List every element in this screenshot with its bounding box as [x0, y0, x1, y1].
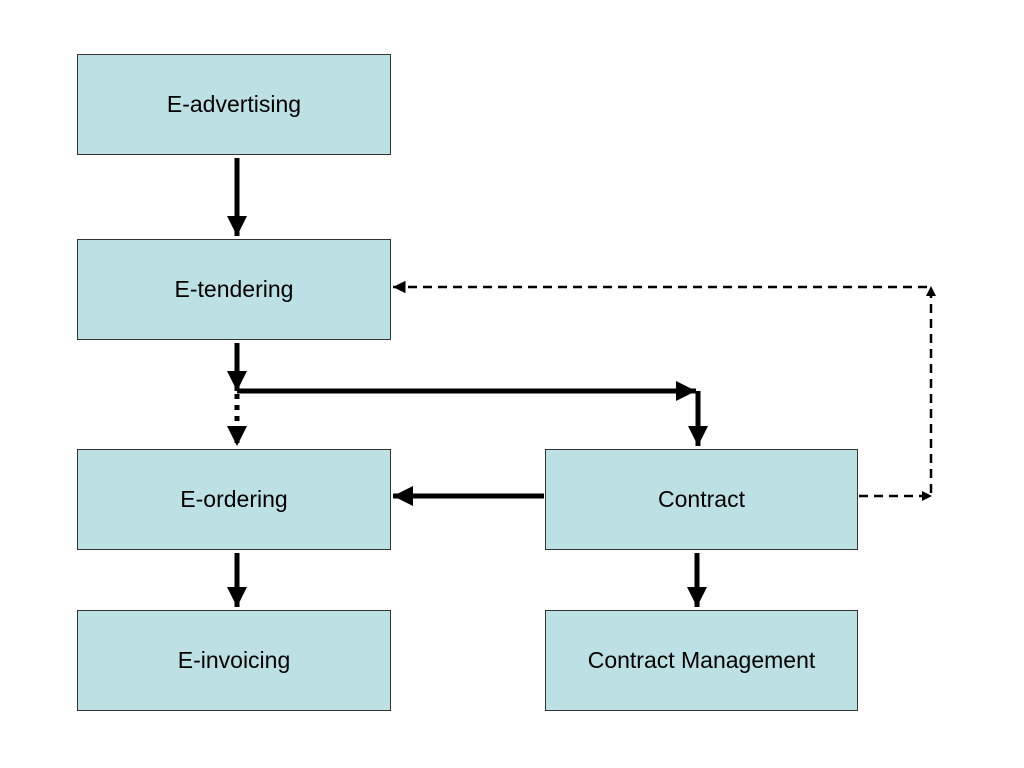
node-contract-label: Contract	[658, 486, 745, 512]
node-e-advertising-label: E-advertising	[166, 91, 302, 117]
node-e-tendering-label: E-tendering	[174, 276, 294, 302]
arrow-dashed-top-head	[926, 286, 936, 296]
node-contract-management-label: Contract Management	[587, 647, 816, 673]
node-e-invoicing-label: E-invoicing	[177, 647, 291, 673]
node-e-ordering-label: E-ordering	[180, 486, 288, 512]
node-e-tendering: E-tendering	[77, 239, 391, 340]
node-e-advertising: E-advertising	[77, 54, 391, 155]
node-e-invoicing: E-invoicing	[77, 610, 391, 711]
node-contract: Contract	[545, 449, 858, 550]
arrow-dashed-corner-head	[922, 491, 932, 501]
node-contract-management: Contract Management	[545, 610, 858, 711]
arrow-dashed-contract-to-tendering	[393, 280, 933, 498]
node-e-ordering: E-ordering	[77, 449, 391, 550]
